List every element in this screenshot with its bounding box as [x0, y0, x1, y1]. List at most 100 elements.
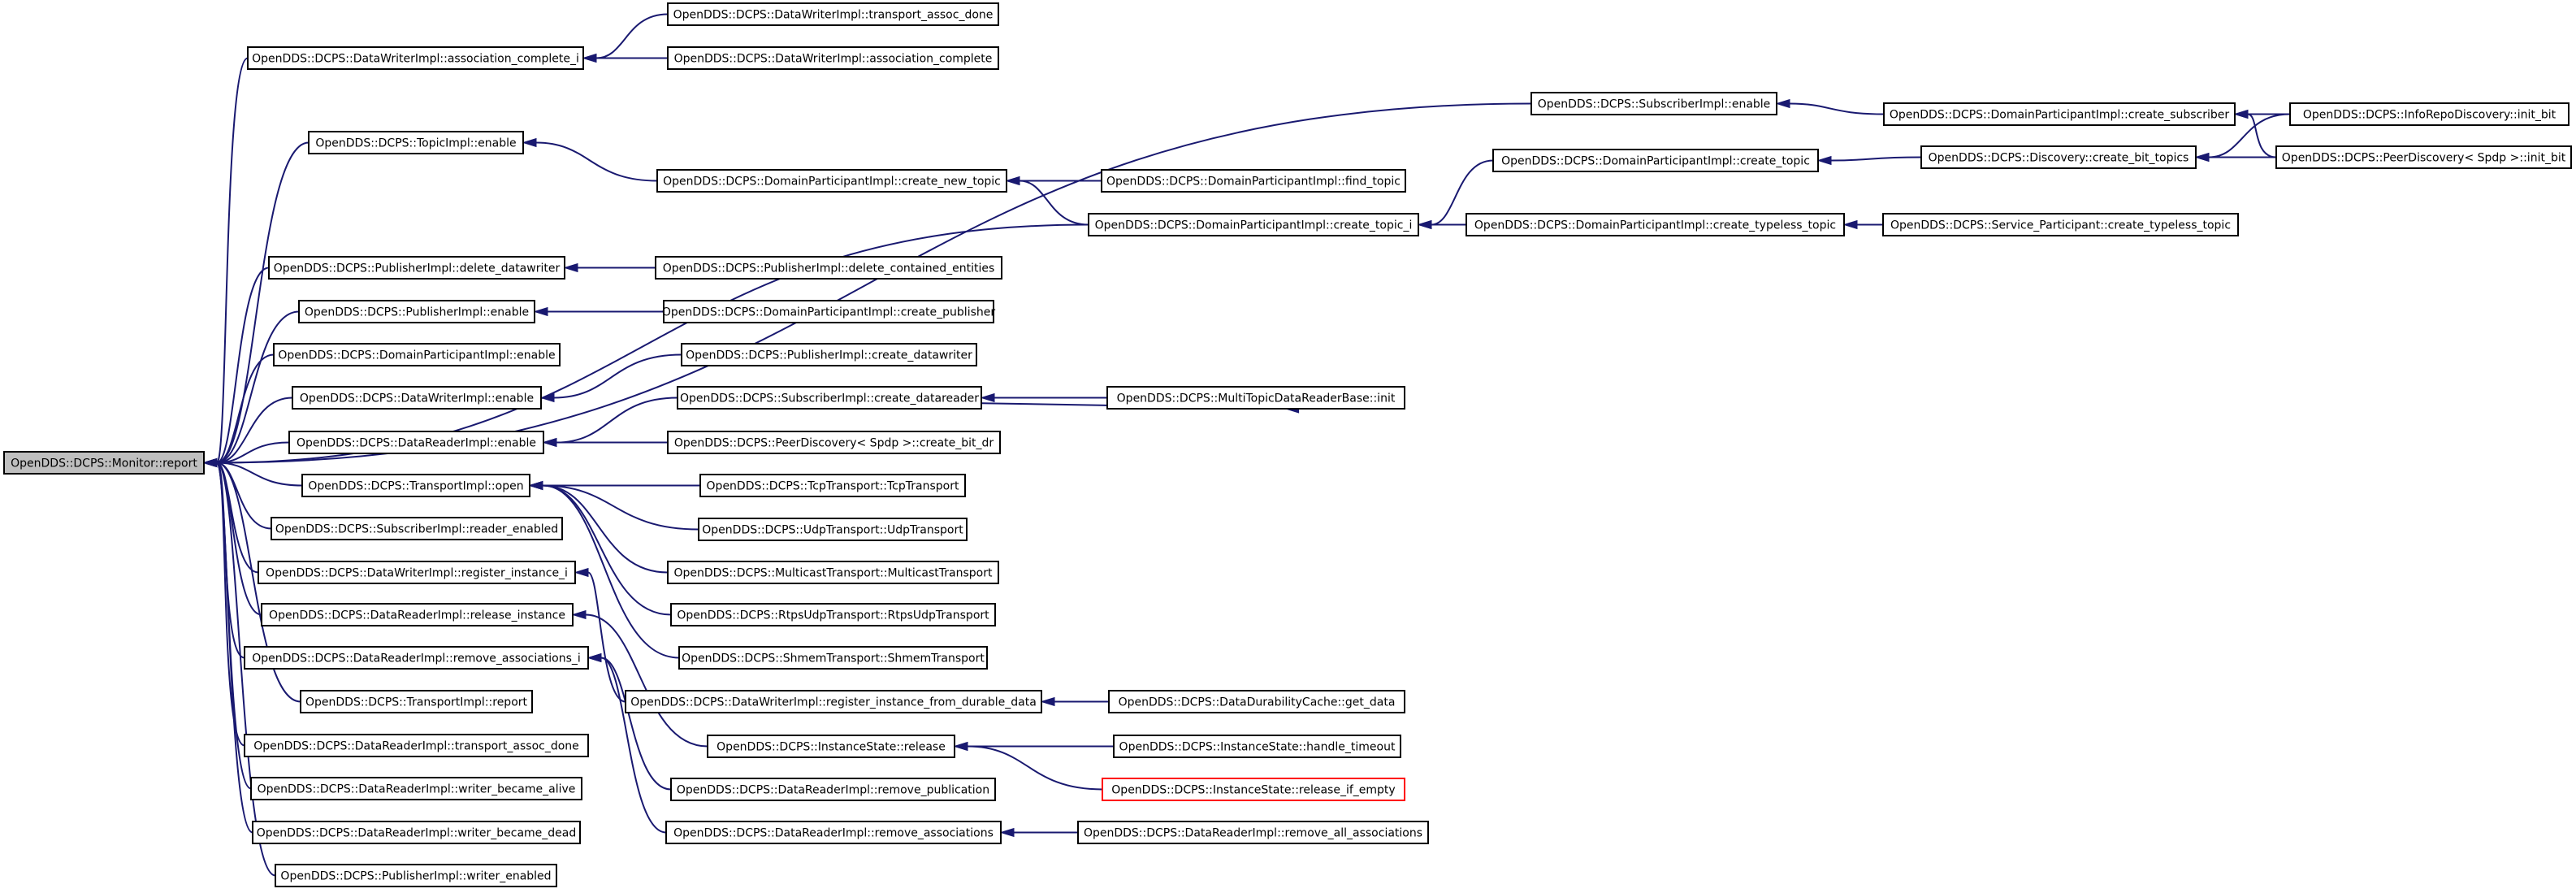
node-dpi-create-subscriber[interactable]: OpenDDS::DCPS::DomainParticipantImpl::cr…: [1883, 102, 2236, 126]
node-label: OpenDDS::DCPS::DataWriterImpl::associati…: [674, 53, 993, 66]
node-mcast-transport[interactable]: OpenDDS::DCPS::MulticastTransport::Multi…: [667, 561, 999, 584]
edge-rtps_transport-to-ti_open: [528, 480, 672, 616]
node-dri-enable[interactable]: OpenDDS::DCPS::DataReaderImpl::enable: [288, 431, 544, 454]
node-label: OpenDDS::DCPS::PublisherImpl::delete_con…: [663, 262, 995, 275]
edge-pubi_create_datawriter-to-dwi_enable: [539, 353, 682, 403]
edge-dpi_create_subscriber-to-subi_enable: [1775, 98, 1885, 115]
node-disc-create-bit-topics[interactable]: OpenDDS::DCPS::Discovery::create_bit_top…: [1920, 145, 2197, 169]
edge-pubi_writer_enabled-to-report: [202, 457, 276, 877]
node-label: OpenDDS::DCPS::PeerDiscovery< Spdp >::cr…: [674, 437, 994, 450]
node-pubi-writer-enabled[interactable]: OpenDDS::DCPS::PublisherImpl::writer_ena…: [275, 864, 557, 887]
edge-peer_create_bit_dr-to-dri_enable: [542, 437, 668, 448]
edge-is_release_if_empty-to-is_release: [953, 741, 1103, 791]
edge-dwi_assoc_complete-to-dwi_assoc_complete_i: [582, 53, 669, 63]
edge-topici_enable-to-report: [202, 141, 310, 468]
node-shmem-transport[interactable]: OpenDDS::DCPS::ShmemTransport::ShmemTran…: [678, 646, 988, 670]
node-label: OpenDDS::DCPS::DataReaderImpl::writer_be…: [257, 827, 577, 840]
node-report[interactable]: OpenDDS::DCPS::Monitor::report: [3, 451, 205, 475]
node-dpi-find-topic[interactable]: OpenDDS::DCPS::DomainParticipantImpl::fi…: [1101, 169, 1406, 193]
node-ti-open[interactable]: OpenDDS::DCPS::TransportImpl::open: [301, 474, 530, 497]
node-label: OpenDDS::DCPS::RtpsUdpTransport::RtpsUdp…: [677, 609, 989, 622]
node-dpi-enable[interactable]: OpenDDS::DCPS::DomainParticipantImpl::en…: [273, 343, 561, 366]
node-label: OpenDDS::DCPS::DataWriterImpl::associati…: [252, 53, 579, 66]
edge-subi_enable-to-report: [202, 102, 1532, 468]
node-pubi-delete-contained-entities[interactable]: OpenDDS::DCPS::PublisherImpl::delete_con…: [655, 256, 1002, 280]
node-dri-remove-associations-i[interactable]: OpenDDS::DCPS::DataReaderImpl::remove_as…: [244, 646, 589, 670]
node-label: OpenDDS::DCPS::MultiTopicDataReaderBase:…: [1117, 392, 1396, 405]
node-peer-create-bit-dr[interactable]: OpenDDS::DCPS::PeerDiscovery< Spdp >::cr…: [667, 431, 1001, 454]
node-dpi-create-topic[interactable]: OpenDDS::DCPS::DomainParticipantImpl::cr…: [1492, 149, 1819, 172]
node-mtdrb-init[interactable]: OpenDDS::DCPS::MultiTopicDataReaderBase:…: [1106, 386, 1405, 410]
node-sp-create-typeless-topic[interactable]: OpenDDS::DCPS::Service_Participant::crea…: [1882, 213, 2239, 236]
node-dri-writer-became-alive[interactable]: OpenDDS::DCPS::DataReaderImpl::writer_be…: [250, 777, 582, 800]
node-label: OpenDDS::DCPS::DataWriterImpl::register_…: [630, 696, 1037, 709]
node-label: OpenDDS::DCPS::InstanceState::release: [717, 741, 946, 754]
node-udp-transport[interactable]: OpenDDS::DCPS::UdpTransport::UdpTranspor…: [698, 518, 968, 541]
node-subi-reader-enabled[interactable]: OpenDDS::DCPS::SubscriberImpl::reader_en…: [271, 517, 563, 540]
node-label: OpenDDS::DCPS::DomainParticipantImpl::cr…: [1501, 155, 1810, 168]
node-subi-create-datareader[interactable]: OpenDDS::DCPS::SubscriberImpl::create_da…: [677, 386, 982, 410]
node-tcp-transport[interactable]: OpenDDS::DCPS::TcpTransport::TcpTranspor…: [699, 474, 966, 497]
node-dpi-create-publisher[interactable]: OpenDDS::DCPS::DomainParticipantImpl::cr…: [662, 300, 995, 323]
node-label: OpenDDS::DCPS::ShmemTransport::ShmemTran…: [682, 652, 985, 665]
node-label: OpenDDS::DCPS::TopicImpl::enable: [315, 137, 516, 150]
node-is-release-if-empty[interactable]: OpenDDS::DCPS::InstanceState::release_if…: [1102, 778, 1405, 801]
edge-dri_remove_associations-to-dri_remove_associations_i: [587, 652, 667, 834]
node-label: OpenDDS::DCPS::DomainParticipantImpl::en…: [278, 349, 555, 362]
node-dwi-assoc-complete-i[interactable]: OpenDDS::DCPS::DataWriterImpl::associati…: [247, 46, 584, 70]
node-label: OpenDDS::DCPS::Discovery::create_bit_top…: [1929, 152, 2189, 165]
node-label: OpenDDS::DCPS::SubscriberImpl::reader_en…: [275, 523, 558, 536]
node-dri-release-instance[interactable]: OpenDDS::DCPS::DataReaderImpl::release_i…: [261, 603, 574, 626]
node-label: OpenDDS::DCPS::TcpTransport::TcpTranspor…: [707, 480, 959, 493]
node-ti-report[interactable]: OpenDDS::DCPS::TransportImpl::report: [300, 690, 533, 713]
node-is-release[interactable]: OpenDDS::DCPS::InstanceState::release: [707, 735, 955, 758]
edge-disc_create_bit_topics-to-dpi_create_topic: [1816, 155, 1922, 166]
node-label: OpenDDS::DCPS::DomainParticipantImpl::fi…: [1106, 176, 1401, 189]
node-dri-transport-assoc-done[interactable]: OpenDDS::DCPS::DataReaderImpl::transport…: [244, 734, 589, 757]
node-label: OpenDDS::DCPS::PublisherImpl::delete_dat…: [274, 262, 561, 275]
node-peer-init-bit[interactable]: OpenDDS::DCPS::PeerDiscovery< Spdp >::in…: [2275, 145, 2572, 169]
node-dwi-register-from-durable[interactable]: OpenDDS::DCPS::DataWriterImpl::register_…: [625, 690, 1042, 713]
node-dpi-create-topic-i[interactable]: OpenDDS::DCPS::DomainParticipantImpl::cr…: [1088, 213, 1419, 236]
edge-dpi_create_typeless_topic-to-dpi_create_topic_i: [1417, 219, 1466, 230]
edge-dpi_create_new_topic-to-topici_enable: [522, 137, 658, 182]
graph-edges: [202, 13, 2291, 877]
node-rtps-transport[interactable]: OpenDDS::DCPS::RtpsUdpTransport::RtpsUdp…: [670, 603, 996, 626]
node-pubi-enable[interactable]: OpenDDS::DCPS::PublisherImpl::enable: [298, 300, 535, 323]
node-pubi-delete-datawriter[interactable]: OpenDDS::DCPS::PublisherImpl::delete_dat…: [268, 256, 565, 280]
node-inforepo-init-bit[interactable]: OpenDDS::DCPS::InfoRepoDiscovery::init_b…: [2289, 102, 2570, 126]
edge-dri_remove_all_associations-to-dri_remove_associations: [999, 827, 1078, 838]
edge-ddc_get_data-to-dwi_register_from_durable: [1040, 696, 1109, 707]
edge-mtdrb_init-to-subi_create_datareader: [980, 392, 1107, 403]
node-dpi-create-typeless-topic[interactable]: OpenDDS::DCPS::DomainParticipantImpl::cr…: [1466, 213, 1845, 236]
node-dri-remove-associations[interactable]: OpenDDS::DCPS::DataReaderImpl::remove_as…: [665, 821, 1002, 844]
node-label: OpenDDS::DCPS::DataWriterImpl::transport…: [673, 9, 994, 22]
edge-dwi_register_from_durable-to-dwi_register_instance_i: [574, 567, 626, 703]
node-label: OpenDDS::DCPS::DataReaderImpl::writer_be…: [258, 783, 576, 796]
node-pubi-create-datawriter[interactable]: OpenDDS::DCPS::PublisherImpl::create_dat…: [681, 343, 977, 366]
node-dwi-register-instance-i[interactable]: OpenDDS::DCPS::DataWriterImpl::register_…: [258, 561, 576, 584]
node-dri-remove-all-associations[interactable]: OpenDDS::DCPS::DataReaderImpl::remove_al…: [1077, 821, 1429, 844]
node-ddc-get-data[interactable]: OpenDDS::DCPS::DataDurabilityCache::get_…: [1108, 690, 1405, 713]
edge-is_release-to-dri_release_instance: [571, 609, 708, 748]
node-is-handle-timeout[interactable]: OpenDDS::DCPS::InstanceState::handle_tim…: [1113, 735, 1401, 758]
node-label: OpenDDS::DCPS::DataReaderImpl::remove_al…: [1084, 827, 1422, 840]
edge-dpi_create_publisher-to-pubi_enable: [533, 306, 665, 317]
edge-dri_remove_publication-to-dri_remove_associations_i: [587, 652, 672, 791]
node-label: OpenDDS::DCPS::DomainParticipantImpl::cr…: [1890, 109, 2229, 122]
node-dwi-assoc-complete[interactable]: OpenDDS::DCPS::DataWriterImpl::associati…: [667, 46, 999, 70]
node-dri-remove-publication[interactable]: OpenDDS::DCPS::DataReaderImpl::remove_pu…: [670, 778, 996, 801]
node-label: OpenDDS::DCPS::DataDurabilityCache::get_…: [1119, 696, 1396, 709]
node-label: OpenDDS::DCPS::DataReaderImpl::remove_pu…: [677, 784, 989, 797]
node-topici-enable[interactable]: OpenDDS::DCPS::TopicImpl::enable: [308, 131, 524, 154]
node-label: OpenDDS::DCPS::MulticastTransport::Multi…: [674, 567, 993, 580]
node-subi-enable[interactable]: OpenDDS::DCPS::SubscriberImpl::enable: [1530, 92, 1777, 115]
node-dri-writer-became-dead[interactable]: OpenDDS::DCPS::DataReaderImpl::writer_be…: [252, 821, 581, 844]
node-dpi-create-new-topic[interactable]: OpenDDS::DCPS::DomainParticipantImpl::cr…: [656, 169, 1007, 193]
graph-nodes: OpenDDS::DCPS::Monitor::reportOpenDDS::D…: [3, 2, 2572, 887]
node-label: OpenDDS::DCPS::DataReaderImpl::enable: [297, 437, 536, 450]
node-dwi-transport-assoc-done[interactable]: OpenDDS::DCPS::DataWriterImpl::transport…: [667, 2, 999, 26]
node-dwi-enable[interactable]: OpenDDS::DCPS::DataWriterImpl::enable: [292, 386, 542, 410]
node-label: OpenDDS::DCPS::TransportImpl::open: [308, 480, 523, 493]
node-label: OpenDDS::DCPS::TransportImpl::report: [305, 696, 528, 709]
